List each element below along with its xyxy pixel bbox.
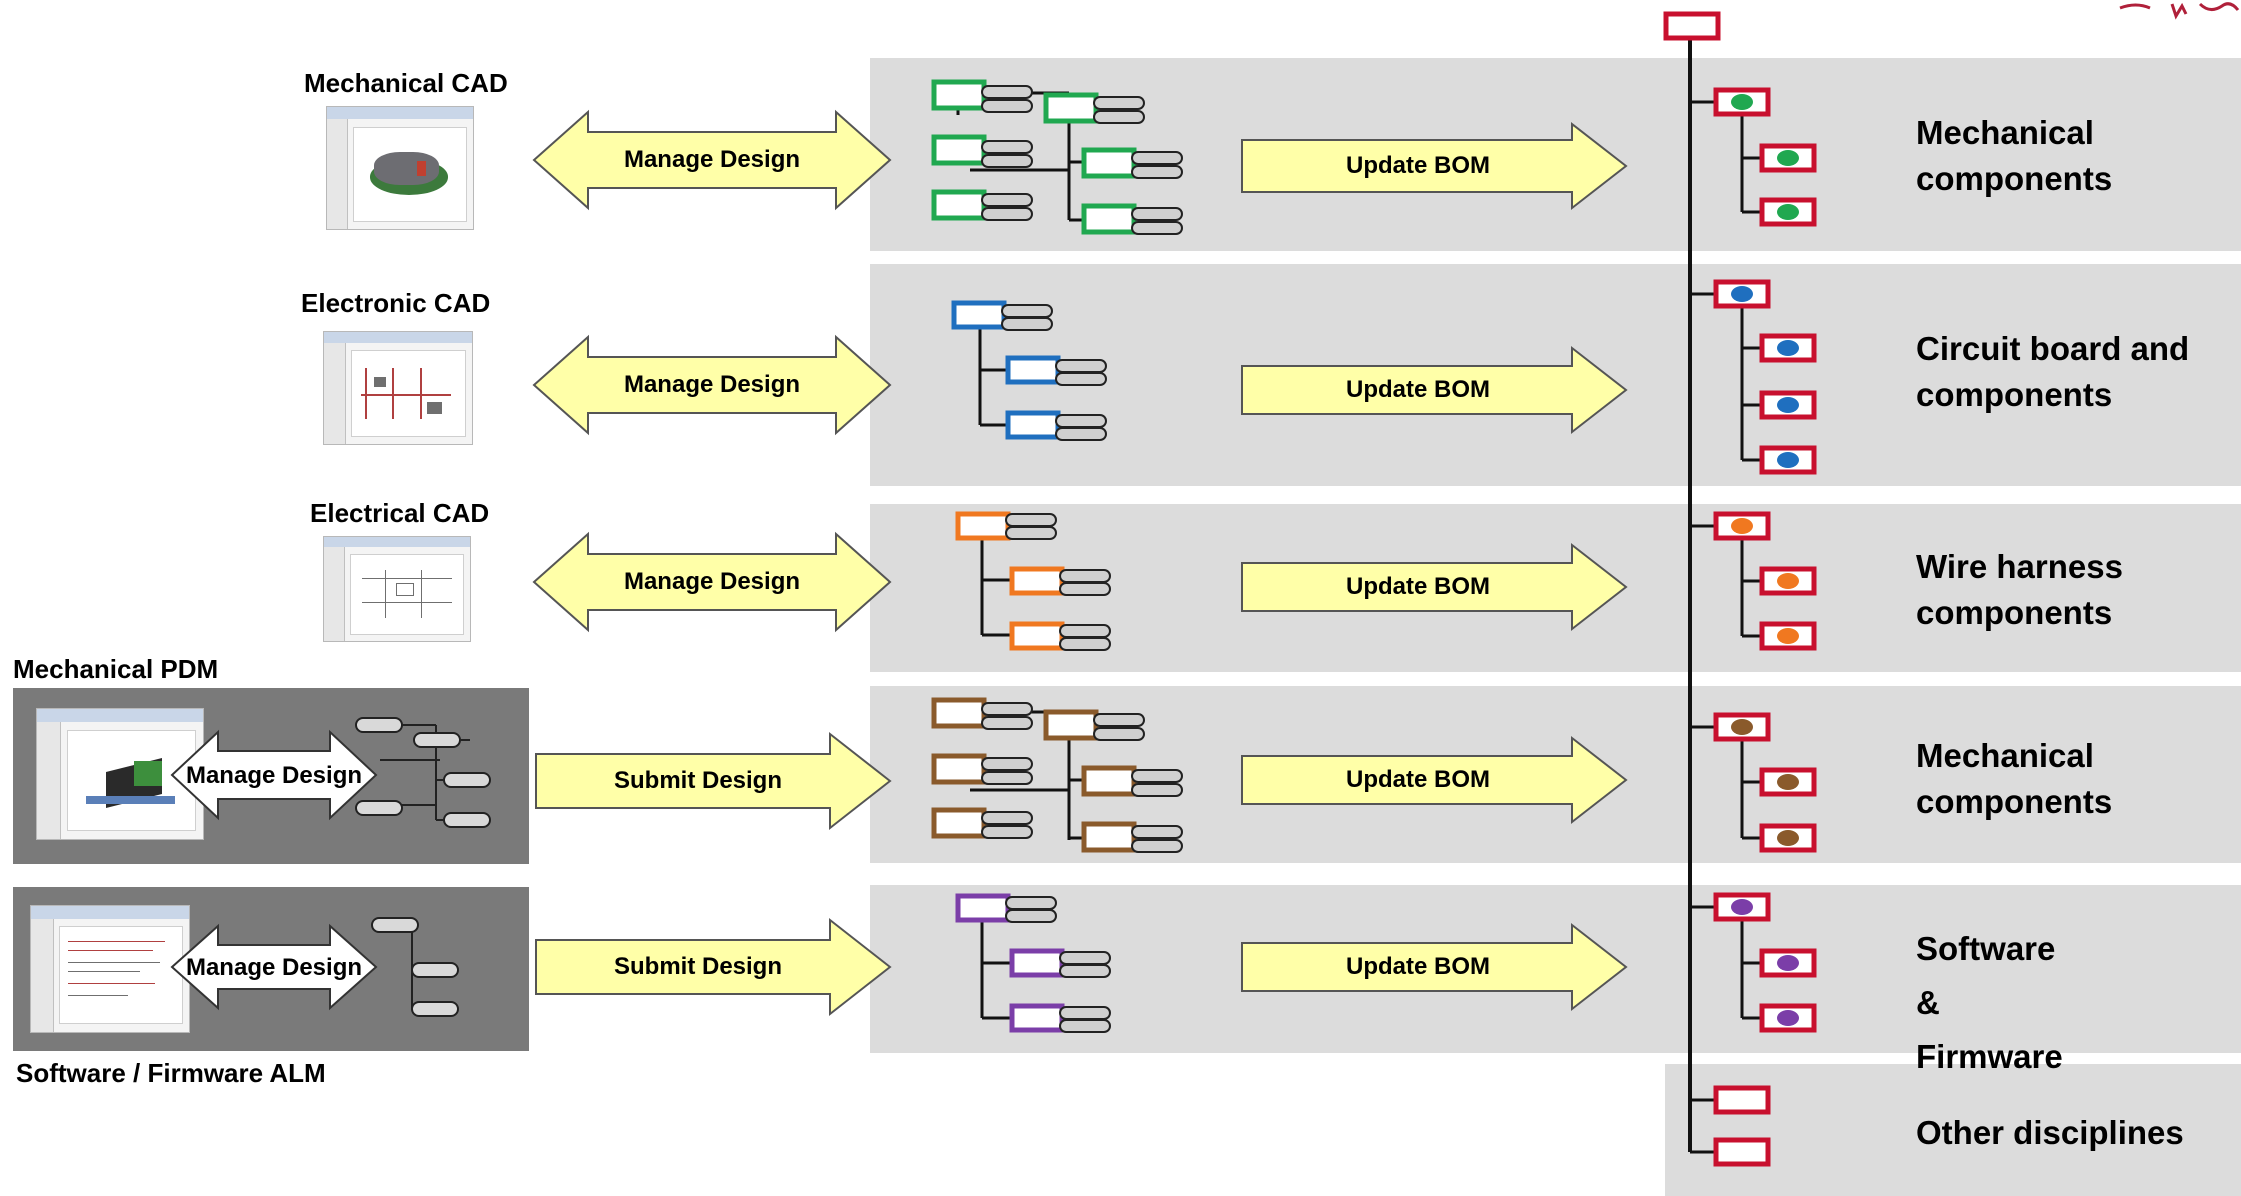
master-bom-tree	[1663, 11, 1817, 1167]
source-title-electronic-cad: Electronic CAD	[301, 288, 491, 318]
manage-design-label: Manage Design	[623, 568, 801, 595]
source-title-mechanical-cad: Mechanical CAD	[304, 68, 508, 98]
source-title-electrical-cad: Electrical CAD	[310, 498, 490, 528]
update-bom-arrow	[1241, 735, 1628, 825]
category-label-circuit-board: Circuit board and components	[1916, 330, 2190, 413]
category-label-mechanical-2: Mechanical components	[1916, 737, 2113, 820]
submit-design-arrow	[535, 917, 892, 1017]
manage-design-arrow	[532, 531, 892, 633]
update-bom-label: Update BOM	[1346, 573, 1490, 600]
category-label-other: Other disciplines	[1916, 1114, 2184, 1151]
update-bom-arrow	[1241, 121, 1628, 211]
bom-tree-electronic	[951, 300, 1107, 441]
manage-design-arrow	[532, 109, 892, 211]
bom-tree-mechanical	[931, 79, 1183, 235]
source-title-mechanical-pdm: Mechanical PDM	[13, 654, 219, 684]
submit-design-label: Submit Design	[613, 767, 782, 794]
update-bom-arrow	[1241, 345, 1628, 435]
category-label-software-firmware: Software & Firmware	[1916, 930, 2063, 1075]
manage-design-label: Manage Design	[623, 371, 801, 398]
bom-tree-electrical	[955, 511, 1111, 651]
category-label-wire-harness: Wire harness components	[1916, 548, 2123, 631]
manage-design-white-arrow	[170, 923, 378, 1011]
bom-tree-software	[955, 893, 1111, 1033]
submit-design-arrow	[535, 731, 892, 831]
category-label-mechanical: Mechanical components	[1916, 114, 2113, 197]
manage-design-label: Manage Design	[623, 146, 801, 173]
manage-design-arrow	[532, 334, 892, 436]
update-bom-label: Update BOM	[1346, 376, 1490, 403]
update-bom-label: Update BOM	[1346, 152, 1490, 179]
electrical-cad-screenshot	[323, 536, 471, 642]
software-alm-screenshot	[30, 905, 190, 1033]
logo-fragment	[2119, 2, 2240, 20]
electronic-cad-screenshot	[323, 331, 473, 445]
update-bom-arrow	[1241, 922, 1628, 1012]
mechanical-cad-screenshot	[326, 106, 474, 230]
update-bom-label: Update BOM	[1346, 766, 1490, 793]
update-bom-arrow	[1241, 542, 1628, 632]
source-title-software-alm: Software / Firmware ALM	[16, 1058, 326, 1088]
manage-design-label: Manage Design	[185, 954, 363, 981]
bom-tree-mechanical-pdm	[931, 697, 1183, 853]
manage-design-label: Manage Design	[185, 762, 363, 789]
update-bom-label: Update BOM	[1346, 953, 1490, 980]
manage-design-white-arrow	[170, 729, 378, 821]
submit-design-label: Submit Design	[613, 953, 782, 980]
